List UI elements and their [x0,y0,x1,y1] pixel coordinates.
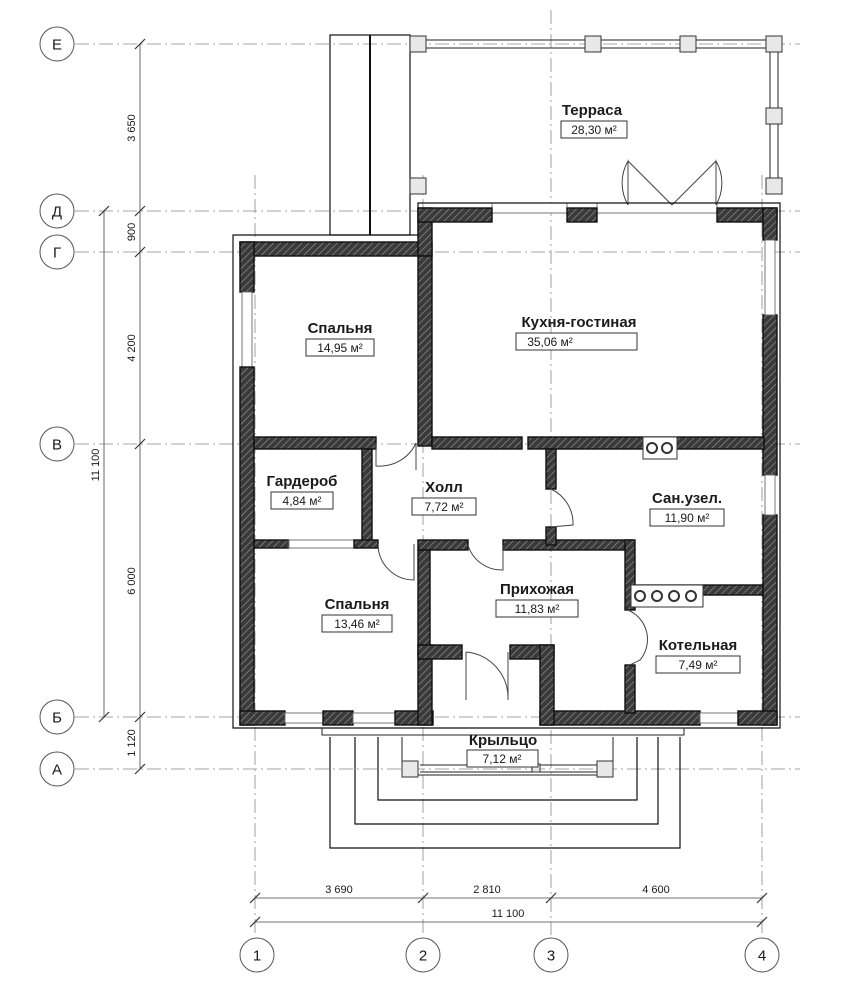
room-kitchen: Кухня-гостиная 35,06 м² [515,314,638,351]
room-area: 35,06 м² [527,335,573,349]
dim-vertical-total: 11 100 [90,449,102,482]
axis-column-label: 2 [419,948,427,965]
dim-vertical-4: 6 000 [126,567,138,595]
room-wardrobe: Гардероб 4,84 м² [267,473,338,510]
axis-marker-row: Д [39,193,75,229]
room-name: Котельная [659,637,738,654]
axis-column-label: 3 [547,948,555,965]
dim-horizontal-2: 2 810 [473,884,501,896]
dim-horizontal-1: 3 690 [325,884,353,896]
axis-marker-row: Г [39,234,75,270]
room-area: 28,30 м² [571,123,617,137]
room-name: Спальня [325,596,390,613]
axis-column-label: 1 [253,948,261,965]
room-terrace: Терраса 28,30 м² [560,102,628,139]
dim-vertical-5: 1 120 [126,729,138,757]
axis-marker-row: Е [39,26,75,62]
axis-marker-column: 3 [533,937,569,973]
axis-marker-column: 4 [744,937,780,973]
room-name: Холл [425,479,463,496]
room-hall: Холл 7,72 м² [411,479,477,516]
dim-vertical-2: 900 [126,223,138,241]
room-area: 11,90 м² [665,511,710,525]
row-axis-markers: Е Д Г В Б А [39,26,75,787]
dim-vertical-1: 3 650 [126,114,138,142]
fixtures [630,436,704,608]
vertical-dimensions: 3 650 900 4 200 6 000 1 120 11 100 [90,38,146,775]
axis-row-label: Г [53,245,61,262]
room-area: 13,46 м² [334,617,380,631]
column-axis-markers: 1 2 3 4 [239,937,780,973]
horizontal-dimensions: 3 690 2 810 4 600 11 100 [249,884,768,928]
axis-column-label: 4 [758,948,766,965]
room-name: Гардероб [267,473,338,490]
room-name: Крыльцо [469,732,537,749]
room-name: Прихожая [500,581,574,598]
grid-lines [75,10,800,935]
axis-row-label: Е [52,37,62,54]
axis-row-label: Д [52,204,62,221]
doors [375,442,648,700]
room-porch: Крыльцо 7,12 м² [466,732,539,768]
room-boiler: Котельная 7,49 м² [655,637,741,674]
room-area: 7,49 м² [679,658,718,672]
axis-marker-column: 2 [405,937,441,973]
axis-marker-row: А [39,751,75,787]
room-name: Кухня-гостиная [522,314,637,331]
axis-row-label: В [52,437,62,454]
room-area: 11,83 м² [515,602,560,616]
axis-marker-row: В [39,426,75,462]
axis-row-label: Б [52,710,62,727]
room-name: Спальня [308,320,373,337]
room-bedroom1: Спальня 14,95 м² [305,320,375,357]
axis-row-label: А [52,762,62,779]
room-labels: Терраса 28,30 м² Кухня-гостиная 35,06 м²… [267,102,741,768]
room-name: Сан.узел. [652,490,722,507]
room-area: 7,12 м² [483,752,522,766]
dim-horizontal-3: 4 600 [642,884,670,896]
room-bedroom2: Спальня 13,46 м² [321,596,393,633]
chimney [329,34,411,236]
room-bathroom: Сан.узел. 11,90 м² [649,490,725,527]
room-name: Терраса [562,102,623,119]
room-area: 4,84 м² [283,494,322,508]
axis-marker-column: 1 [239,937,275,973]
dim-horizontal-total: 11 100 [492,908,525,920]
room-entrance: Прихожая 11,83 м² [495,581,579,618]
walls [232,202,781,729]
axis-marker-row: Б [39,699,75,735]
dim-vertical-3: 4 200 [126,334,138,362]
room-area: 14,95 м² [317,341,363,355]
room-area: 7,72 м² [425,500,464,514]
